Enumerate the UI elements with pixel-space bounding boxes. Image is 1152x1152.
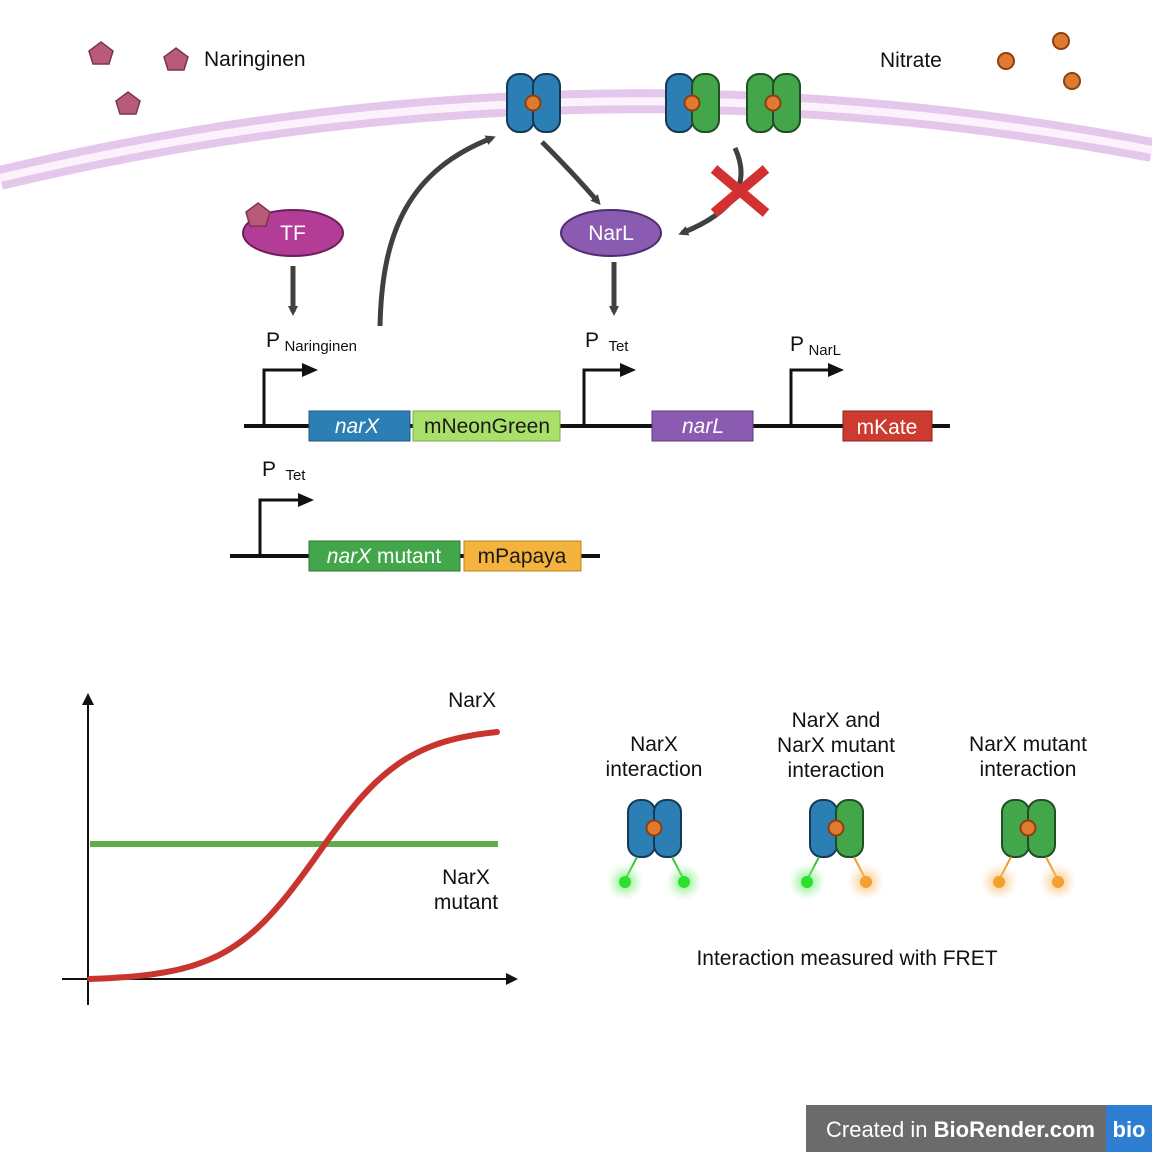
naringinen-label: Naringinen <box>204 48 306 71</box>
nitrate-dot <box>1052 32 1070 50</box>
gene-narl-label: narL <box>682 415 724 438</box>
fret-title-line: NarX mutant <box>969 733 1087 756</box>
promoter-main-label: P <box>266 329 280 352</box>
gene-mkate <box>842 410 933 442</box>
promoter-main-label: P <box>790 333 804 356</box>
arrow-receptor-to-narl <box>540 140 601 206</box>
naringinen-pentagon <box>163 47 189 71</box>
nitrate-label: Nitrate <box>880 49 942 72</box>
promoter-main-label: P <box>585 329 599 352</box>
construct-top: P Naringinen narX mNeonGreen P Tet narL … <box>244 329 950 442</box>
cell-membrane <box>0 89 1152 190</box>
arrow-promoter-to-receptor <box>377 135 496 327</box>
naringinen-pentagon <box>88 41 114 65</box>
receptor-narx-heterodimer <box>665 73 720 133</box>
gene-narx-mutant-italic: narX <box>327 545 372 568</box>
series-narx-mutant-label-line2: mutant <box>434 891 498 914</box>
nitrate-dot <box>997 52 1015 70</box>
gene-mneongreen-label: mNeonGreen <box>424 415 550 438</box>
svg-text:P Tet: P Tet <box>262 458 306 484</box>
fret-title-line: NarX mutant <box>777 734 895 757</box>
promoter-sub-label: Tet <box>608 338 629 355</box>
promoter-p-narl: P NarL <box>789 333 844 426</box>
series-narx-curve <box>87 729 500 982</box>
fret-panel-mutant: NarX mutant interaction <box>969 733 1087 901</box>
gene-mkate-label: mKate <box>857 416 918 439</box>
bound-nitrate <box>524 94 542 112</box>
svg-text:P Naringinen: P Naringinen <box>266 329 357 355</box>
series-narx-mutant-label-line1: NarX <box>442 866 490 889</box>
fret-title-line: interaction <box>980 758 1077 781</box>
receptor-mutant-homodimer <box>746 73 801 133</box>
bound-nitrate <box>764 94 782 112</box>
fret-title-line: interaction <box>788 759 885 782</box>
promoter-p-tet-bottom: P Tet <box>258 458 314 556</box>
naringinen-molecules <box>88 41 189 115</box>
promoter-sub-label: Naringinen <box>284 338 357 355</box>
construct-bottom: P Tet narX mutant mPapaya <box>230 458 600 572</box>
biorender-logo-icon: bio <box>1113 1117 1146 1142</box>
nitrate-dot <box>1063 72 1081 90</box>
gene-narx-mutant <box>308 540 461 572</box>
gene-mpapaya-label: mPapaya <box>478 545 567 568</box>
gene-narx-label: narX <box>335 415 380 438</box>
promoter-sub-label: Tet <box>285 467 306 484</box>
tf-label: TF <box>280 222 306 245</box>
receptor-narx-homodimer <box>506 73 561 133</box>
bound-naringinen <box>245 202 271 227</box>
svg-text:P Tet: P Tet <box>585 329 629 355</box>
gene-mneongreen <box>412 410 561 442</box>
naringinen-pentagon <box>115 91 141 115</box>
svg-text:P NarL: P NarL <box>790 333 841 359</box>
promoter-sub-label: NarL <box>808 342 841 359</box>
biorender-footer[interactable]: Created in BioRender.com bio <box>806 1105 1152 1152</box>
block-x-icon <box>710 165 770 217</box>
svg-text:narX mutant: narX mutant <box>327 545 442 568</box>
narl-protein: NarL <box>560 209 662 257</box>
footer-prefix: Created in <box>826 1117 934 1142</box>
promoter-main-label: P <box>262 458 276 481</box>
fret-panel-narx: NarX interaction <box>606 733 703 901</box>
narl-protein-label: NarL <box>588 222 634 245</box>
fret-title-line: NarX and <box>792 709 881 732</box>
gene-mpapaya <box>463 540 582 572</box>
promoter-p-naringinen: P Naringinen <box>262 329 357 426</box>
series-narx-label: NarX <box>448 689 496 712</box>
fret-panel-heterodimer: NarX and NarX mutant interaction <box>777 709 895 901</box>
response-chart: NarX NarX mutant <box>62 689 518 1005</box>
fret-title-line: NarX <box>630 733 678 756</box>
gene-narx <box>308 410 411 442</box>
svg-text:Created in BioRender.com: Created in BioRender.com <box>826 1117 1095 1142</box>
fret-caption: Interaction measured with FRET <box>696 947 997 970</box>
bound-nitrate <box>683 94 701 112</box>
nitrate-molecules <box>997 32 1081 90</box>
footer-brand: BioRender.com <box>934 1117 1095 1142</box>
gene-narx-mutant-suffix: mutant <box>371 545 441 568</box>
gene-narl <box>651 410 754 442</box>
promoter-p-tet-top: P Tet <box>582 329 636 426</box>
fret-title-line: interaction <box>606 758 703 781</box>
tf-protein: TF <box>242 202 344 257</box>
